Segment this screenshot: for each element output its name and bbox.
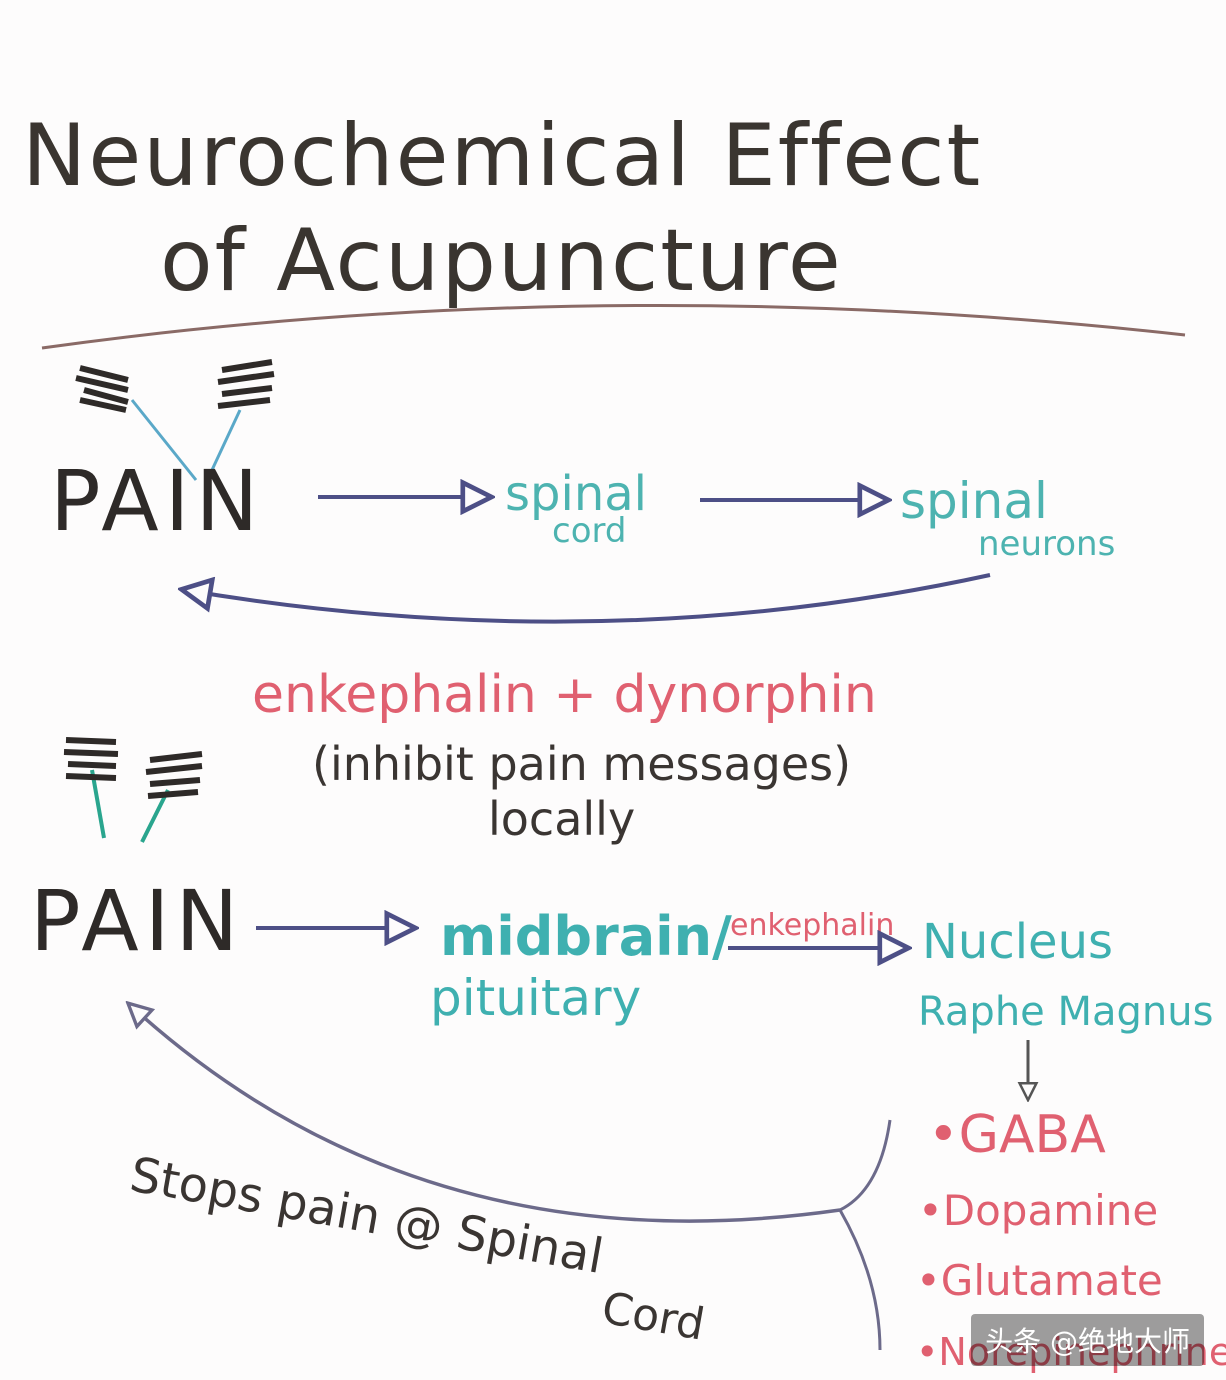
needle-icon (75, 365, 198, 481)
midbrain-line-2: pituitary (430, 969, 641, 1027)
pain-label-1: PAIN (50, 452, 264, 550)
title-underline (41, 303, 1186, 350)
midbrain-line-1: midbrain/ (440, 905, 732, 968)
return-arrow-1 (185, 573, 991, 624)
needle-icon (63, 737, 119, 839)
enkephalin-arrow-label: enkephalin (730, 908, 894, 943)
bracket (837, 1119, 892, 1351)
inhibit-note: (inhibit pain messages) (312, 737, 851, 791)
locally-note: locally (488, 792, 635, 846)
return-arrow-2 (130, 1005, 841, 1223)
nucleus-line-2: Raphe Magnus (918, 989, 1213, 1035)
spinal-cord-line-1: spinal (505, 466, 647, 522)
needle-icon (210, 359, 275, 471)
title-line-1: Neurochemical Effect (22, 106, 982, 206)
pain-label-2: PAIN (30, 872, 244, 970)
spinal-neurons-line-2: neurons (978, 524, 1115, 564)
neurotransmitter-norepinephrine: •Norepinephrine (916, 1330, 1226, 1374)
title-line-2: of Acupuncture (160, 211, 843, 311)
stops-pain-line-2: Cord (598, 1283, 708, 1351)
chemicals-label: enkephalin + dynorphin (252, 665, 877, 725)
needle-icon (140, 751, 203, 843)
nucleus-line-1: Nucleus (922, 914, 1113, 970)
watermark: 头条 @绝地大师 (971, 1314, 1204, 1366)
spinal-cord-line-2: cord (552, 511, 626, 551)
stops-pain-line-1: Stops pain @ Spinal (126, 1147, 607, 1285)
neurotransmitter-glutamate: •Glutamate (916, 1256, 1163, 1305)
spinal-neurons-line-1: spinal (900, 472, 1048, 530)
neurotransmitter-gaba: •GABA (928, 1105, 1106, 1165)
neurotransmitter-dopamine: •Dopamine (918, 1186, 1158, 1235)
